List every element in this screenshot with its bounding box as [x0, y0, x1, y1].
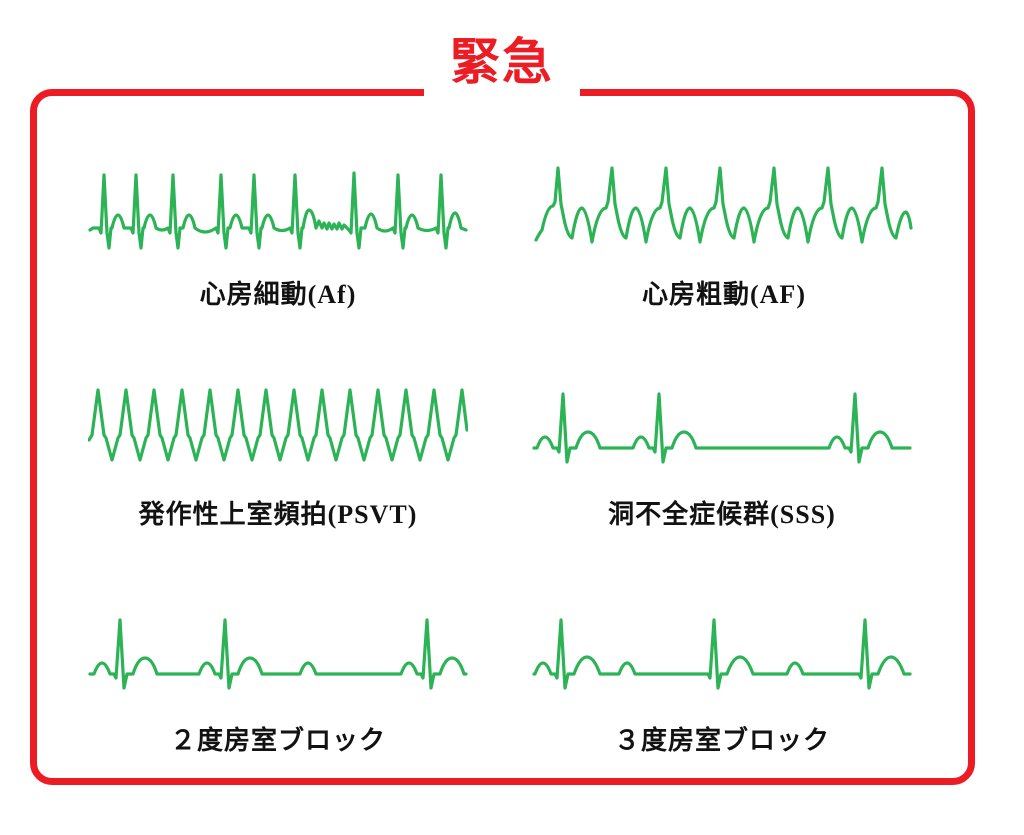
ecg-panel-atrial-fibrillation: 心房細動(Af) [88, 156, 468, 311]
ecg-label-psvt: 発作性上室頻拍(PSVT) [138, 500, 418, 529]
ecg-waveform-third-degree-av-block [532, 618, 912, 690]
ecg-panel-psvt: 発作性上室頻拍(PSVT) [88, 376, 468, 531]
ecg-panel-third-degree-av-block: ３度房室ブロック [532, 602, 912, 757]
ecg-panel-sick-sinus-syndrome: 洞不全症候群(SSS) [532, 376, 912, 531]
ecg-trace [534, 166, 913, 244]
ecg-waveform-psvt [88, 388, 468, 462]
ecg-label-atrial-flutter: 心房粗動(AF) [642, 280, 806, 309]
ecg-trace [88, 618, 468, 690]
ecg-trace [532, 618, 912, 690]
ecg-waveform-sick-sinus-syndrome [532, 392, 912, 464]
ecg-waveform-atrial-flutter [534, 166, 913, 244]
ecg-panel-atrial-flutter: 心房粗動(AF) [534, 156, 914, 311]
ecg-panel-second-degree-av-block: ２度房室ブロック [88, 602, 468, 757]
ecg-trace [88, 171, 468, 250]
page-title: 緊急 [424, 34, 580, 104]
ecg-label-third-degree-av-block: ３度房室ブロック [613, 726, 830, 755]
ecg-trace [532, 392, 912, 464]
ecg-waveform-atrial-fibrillation [88, 171, 468, 250]
ecg-label-sick-sinus-syndrome: 洞不全症候群(SSS) [608, 500, 836, 529]
ecg-label-second-degree-av-block: ２度房室ブロック [169, 726, 386, 755]
ecg-label-atrial-fibrillation: 心房細動(Af) [199, 280, 357, 309]
ecg-trace [88, 388, 468, 462]
ecg-waveform-second-degree-av-block [88, 618, 468, 690]
